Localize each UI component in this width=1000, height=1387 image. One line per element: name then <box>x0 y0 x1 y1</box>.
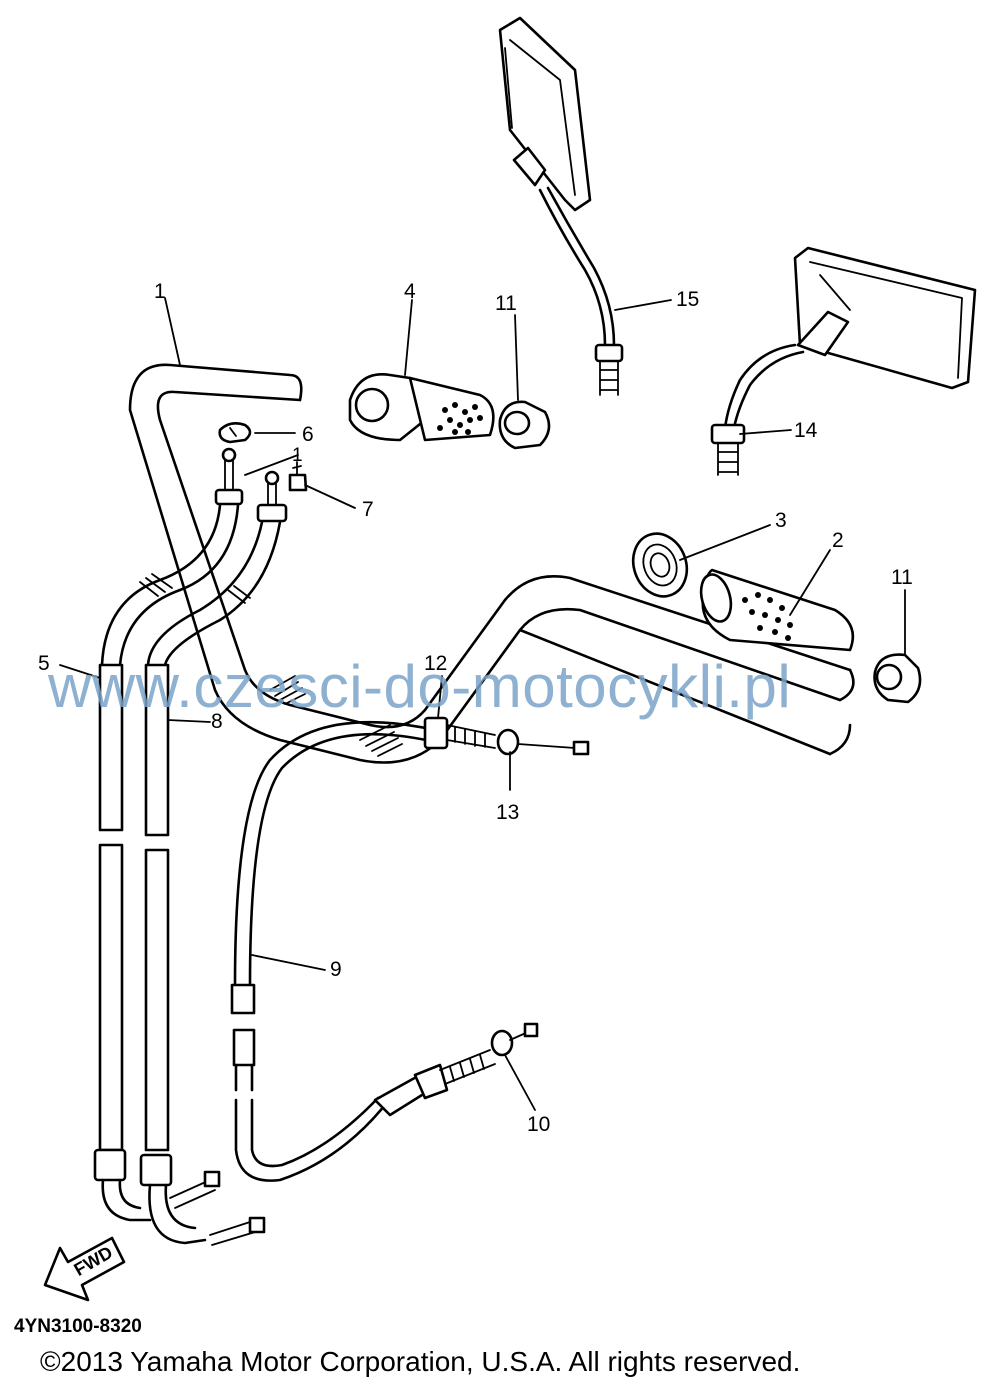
bar-end-weight-lower <box>873 653 922 704</box>
watermark: www.czesci-do-motocykli.pl <box>48 653 792 720</box>
throttle-grip <box>348 372 495 442</box>
callout-11-lower: 11 <box>891 566 913 589</box>
callout-9: 9 <box>330 958 342 981</box>
bar-end-weight-upper <box>498 400 551 450</box>
copyright: ©2013 Yamaha Motor Corporation, U.S.A. A… <box>40 1346 801 1377</box>
callout-8: 8 <box>211 710 223 733</box>
callout-4: 4 <box>404 280 416 303</box>
callout-13: 13 <box>496 801 520 824</box>
leader-lines <box>59 297 906 1111</box>
callout-5: 5 <box>38 652 50 675</box>
callout-11-upper: 11 <box>495 292 517 315</box>
callout-6: 6 <box>302 423 314 446</box>
callout-3: 3 <box>775 509 787 532</box>
callout-12: 12 <box>424 652 448 675</box>
clutch-cable <box>230 716 590 1182</box>
throttle-cables <box>93 447 288 1246</box>
handlebar-grip <box>699 568 855 652</box>
callout-10: 10 <box>527 1113 551 1136</box>
callout-1: 1 <box>154 280 166 303</box>
clamp-and-bolt <box>218 422 308 492</box>
grip-end-cap <box>631 532 689 598</box>
callout-14: 14 <box>794 419 818 442</box>
mirror-right <box>710 246 977 476</box>
callout-2: 2 <box>832 529 844 552</box>
handlebar <box>128 363 855 764</box>
forward-arrow <box>43 1236 126 1302</box>
mirror-left <box>498 16 624 396</box>
callout-1-bolt: 1 <box>292 445 303 466</box>
part-code: 4YN3100-8320 <box>14 1316 142 1337</box>
callout-7: 7 <box>362 498 374 521</box>
callout-15: 15 <box>676 288 700 311</box>
